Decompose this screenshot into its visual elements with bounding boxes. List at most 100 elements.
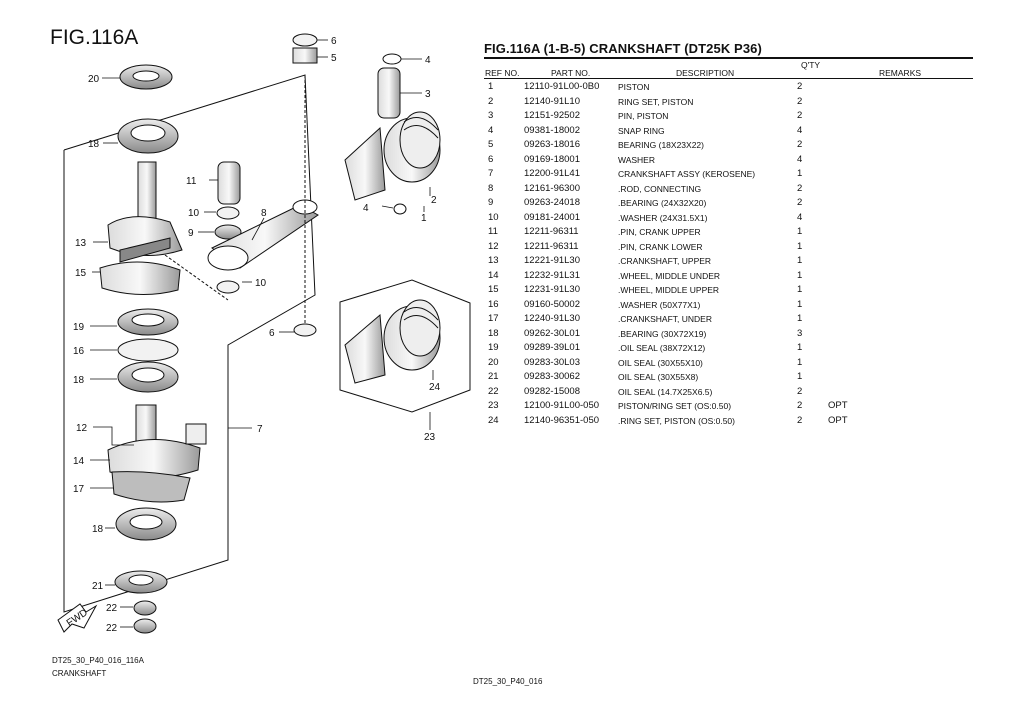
part-no-cell: 12221-91L30 [524, 255, 580, 266]
needle-bearing-9 [214, 224, 242, 240]
ref-no-cell: 20 [488, 356, 499, 368]
wheel-middle-upper-15 [99, 254, 229, 301]
callout-6: 6 [269, 328, 275, 339]
qty-cell: 1 [797, 226, 803, 237]
description-cell: PISTON/RING SET (OS:0.50) [618, 401, 732, 411]
callout-16: 16 [73, 346, 85, 357]
part-no-cell: 12211-96311 [524, 226, 579, 237]
ref-no-cell: 8 [488, 182, 494, 194]
footer-left-name: CRANKSHAFT [52, 669, 107, 678]
callout-20: 20 [88, 74, 100, 85]
footer-center-code: DT25_30_P40_016 [473, 677, 543, 686]
oil-seal-21 [114, 570, 168, 594]
description-cell: RING SET, PISTON [618, 96, 694, 107]
fwd-arrow-icon: FWD [57, 603, 98, 633]
qty-cell: 2 [797, 182, 803, 194]
callout-6: 6 [331, 36, 337, 47]
ref-no-cell: 5 [488, 139, 494, 150]
description-cell: PIN, PISTON [618, 111, 669, 121]
qty-cell: 1 [797, 313, 803, 324]
connecting-rod-8 [207, 199, 319, 271]
part-no-cell: 09263-18016 [524, 139, 580, 150]
part-no-cell: 09263-24018 [524, 197, 580, 208]
qty-cell: 3 [797, 327, 803, 339]
ref-no-cell: 10 [488, 211, 499, 223]
callout-7: 7 [257, 424, 263, 435]
ref-no-cell: 16 [488, 298, 499, 310]
callout-14: 14 [73, 456, 85, 467]
part-no-cell: 09381-18002 [524, 124, 580, 136]
qty-cell: 4 [797, 211, 803, 223]
part-no-cell: 12140-96351-050 [524, 414, 600, 426]
snap-ring-4-top [382, 53, 402, 65]
qty-cell: 1 [797, 298, 803, 310]
figure-label: FIG.116A [50, 26, 139, 49]
qty-cell: 2 [797, 414, 803, 426]
part-no-cell: 09283-30062 [524, 371, 580, 382]
description-cell: .WHEEL, MIDDLE UNDER [618, 270, 721, 281]
qty-cell: 1 [797, 269, 803, 281]
exploded-parts-diagram: FWD 20 18 11 10 9 8 [57, 33, 471, 634]
ref-no-cell: 6 [488, 153, 494, 165]
header-description: DESCRIPTION [676, 68, 735, 78]
ref-no-cell: 15 [488, 284, 499, 295]
callout-23: 23 [424, 432, 436, 443]
crank-pin-11 [217, 161, 241, 205]
part-no-cell: 09169-18001 [524, 153, 580, 165]
ref-no-cell: 22 [488, 385, 499, 397]
description-cell: .BEARING (24X32X20) [618, 198, 707, 208]
qty-cell: 2 [797, 385, 803, 397]
callout-4: 4 [425, 55, 431, 66]
ref-no-cell: 7 [488, 168, 494, 179]
callout-17: 17 [73, 484, 85, 495]
washer-10-upper [216, 206, 240, 220]
description-cell: .PIN, CRANK LOWER [618, 241, 703, 252]
callout-2: 2 [431, 195, 437, 206]
washer-16 [117, 338, 179, 362]
leader-lines [90, 39, 434, 628]
callout-11: 11 [186, 176, 197, 187]
qty-cell: 1 [797, 356, 803, 368]
washer-6-lower [293, 323, 317, 337]
qty-cell: 2 [797, 197, 803, 208]
callout-8: 8 [261, 208, 267, 219]
ref-no-cell: 18 [488, 327, 499, 339]
upper-crankshaft-13 [107, 161, 183, 263]
callout-22: 22 [106, 603, 118, 614]
ref-no-cell: 12 [488, 240, 499, 252]
qty-cell: 2 [797, 81, 803, 92]
callout-18: 18 [88, 139, 100, 150]
part-no-cell: 12161-96300 [524, 182, 580, 194]
oil-seal-22-b [133, 618, 157, 634]
bearing-18-upper [117, 118, 179, 154]
oil-seal-19 [117, 308, 179, 336]
part-no-cell: 12240-91L30 [524, 313, 580, 324]
table-header-rule [484, 78, 973, 79]
callout-3: 3 [425, 89, 431, 100]
qty-cell: 2 [797, 139, 803, 150]
part-no-cell: 09160-50002 [524, 298, 580, 310]
part-no-cell: 09282-15008 [524, 385, 580, 397]
part-no-cell: 12232-91L31 [524, 269, 580, 281]
table-top-rule [484, 57, 973, 59]
callout-12: 12 [76, 423, 88, 434]
ref-no-cell: 4 [488, 124, 494, 136]
description-cell: OIL SEAL (30X55X8) [618, 372, 699, 382]
part-no-cell: 12110-91L00-0B0 [524, 81, 600, 92]
ref-no-cell: 14 [488, 269, 499, 281]
qty-cell: 2 [797, 95, 803, 107]
oil-seal-20 [119, 64, 173, 90]
qty-cell: 1 [797, 240, 803, 252]
